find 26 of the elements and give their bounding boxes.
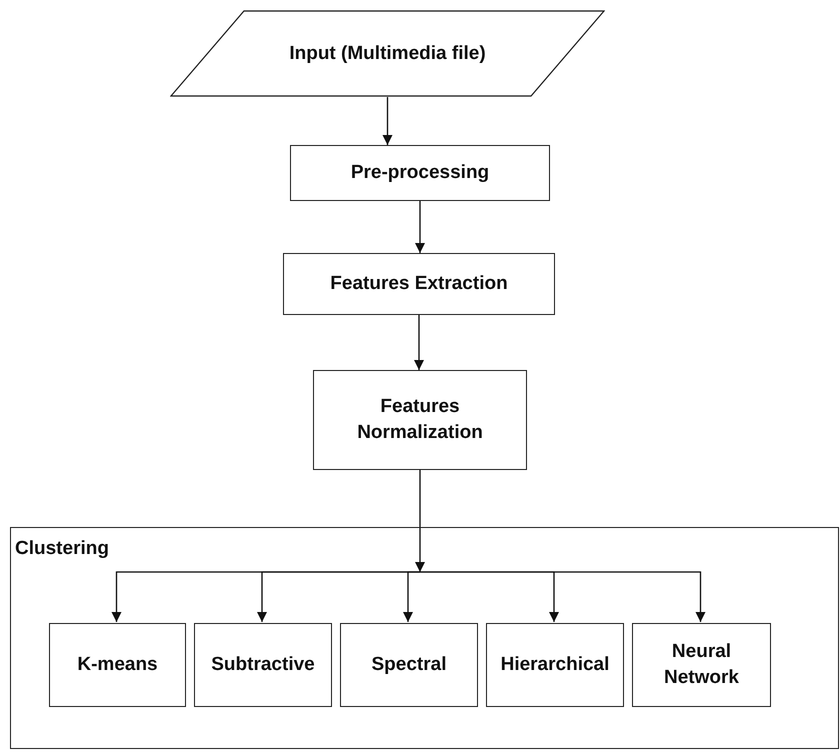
process-box (486, 623, 624, 707)
arrow (420, 571, 706, 622)
process-box (283, 253, 555, 315)
node-label: Features Normalization (356, 395, 484, 445)
node-label: Subtractive (211, 653, 315, 678)
arrow (415, 201, 425, 253)
group-box (10, 527, 839, 749)
arrow (403, 571, 420, 622)
node-label: Pre-processing (350, 161, 490, 186)
process-box (49, 623, 186, 707)
node-label: K-means (77, 653, 158, 678)
input-parallelogram (170, 10, 605, 97)
arrow (415, 470, 425, 572)
process-box (194, 623, 332, 707)
process-box (632, 623, 771, 707)
process-box (340, 623, 478, 707)
node-label: Input (Multimedia file) (289, 42, 486, 66)
node-label: Features Extraction (330, 272, 508, 296)
arrow (414, 315, 424, 370)
node-label: Hierarchical (500, 653, 610, 678)
node-label: Spectral (372, 653, 446, 678)
process-box (313, 370, 527, 470)
node-label: Neural Network (663, 640, 740, 690)
process-box (290, 145, 550, 201)
group-label: Clustering (15, 537, 109, 561)
arrow (382, 97, 392, 145)
